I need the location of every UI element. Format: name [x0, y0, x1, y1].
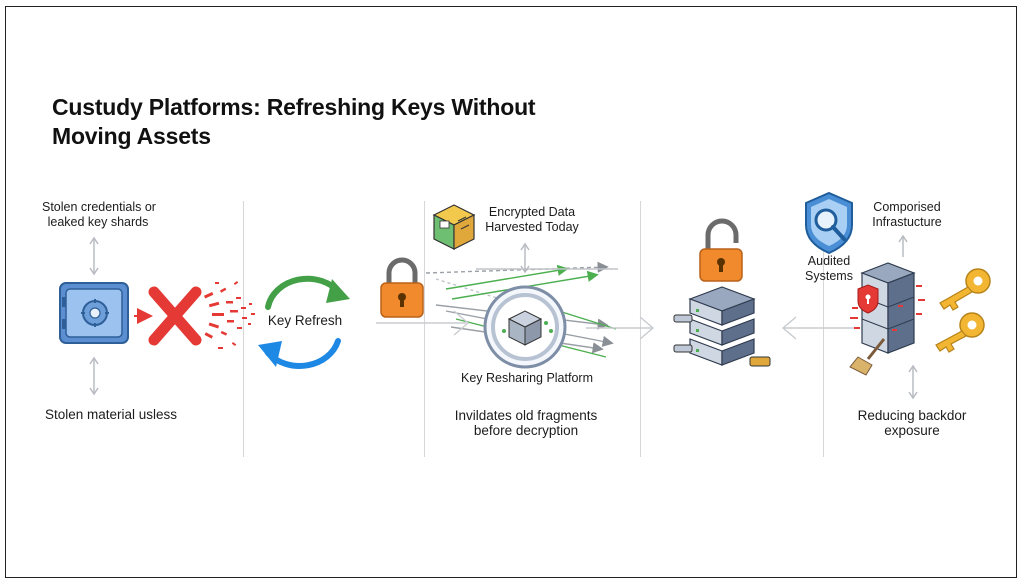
vertical-arrow-panel3: [520, 242, 530, 274]
gold-keys-icon: [935, 268, 991, 353]
server-stack-icon: [673, 286, 771, 367]
stolen-material-label: Stolen material usless: [44, 407, 178, 422]
safe-icon: [59, 282, 129, 344]
diagram-frame: Custudy Platforms: Refreshing Keys Witho…: [5, 6, 1017, 578]
diagram-artwork: [59, 191, 991, 400]
divider-1: [243, 201, 244, 457]
shield-search-icon: [805, 191, 853, 255]
vertical-arrow-down: [89, 356, 99, 396]
encrypted-data-label: Encrypted Data Harvested Today: [485, 205, 579, 234]
package-icon: [432, 204, 476, 250]
vertical-arrow-panel5-top: [898, 234, 908, 257]
page-title: Custudy Platforms: Refreshing Keys Witho…: [52, 93, 536, 151]
invalidates-fragments-label: Invildates old fragments before decrypti…: [454, 408, 598, 438]
compromised-infrastructure-label: Comporised Infrastucture: [872, 200, 942, 229]
vertical-arrow-up: [89, 236, 99, 276]
arrow-from-compromised: [781, 316, 854, 340]
divider-4: [823, 201, 824, 457]
refresh-cycle-icon: [258, 275, 350, 369]
padlock-unlocked-icon: [699, 218, 743, 282]
compromised-server-icon: [850, 262, 925, 354]
key-resharing-platform-label: Key Resharing Platform: [460, 371, 593, 385]
audited-systems-label: Audited Systems: [805, 254, 853, 283]
padlock-locked-icon: [380, 257, 424, 318]
broom-icon: [849, 338, 886, 376]
reducing-backdoor-label: Reducing backdor exposure: [857, 408, 967, 438]
red-x-icon: [148, 286, 202, 346]
title-line-1: Custudy Platforms: Refreshing Keys Witho…: [52, 94, 536, 120]
title-line-2: Moving Assets: [52, 123, 211, 149]
resharing-hub-icon: [483, 285, 567, 369]
vertical-arrow-panel5-bottom: [908, 364, 918, 400]
key-refresh-label: Key Refresh: [267, 313, 343, 328]
stolen-credentials-label: Stolen credentials or leaked key shards: [42, 200, 156, 229]
arrow-to-servers: [586, 316, 655, 340]
divider-3: [640, 201, 641, 457]
scatter-particles-icon: [203, 281, 255, 349]
divider-2: [424, 201, 425, 457]
